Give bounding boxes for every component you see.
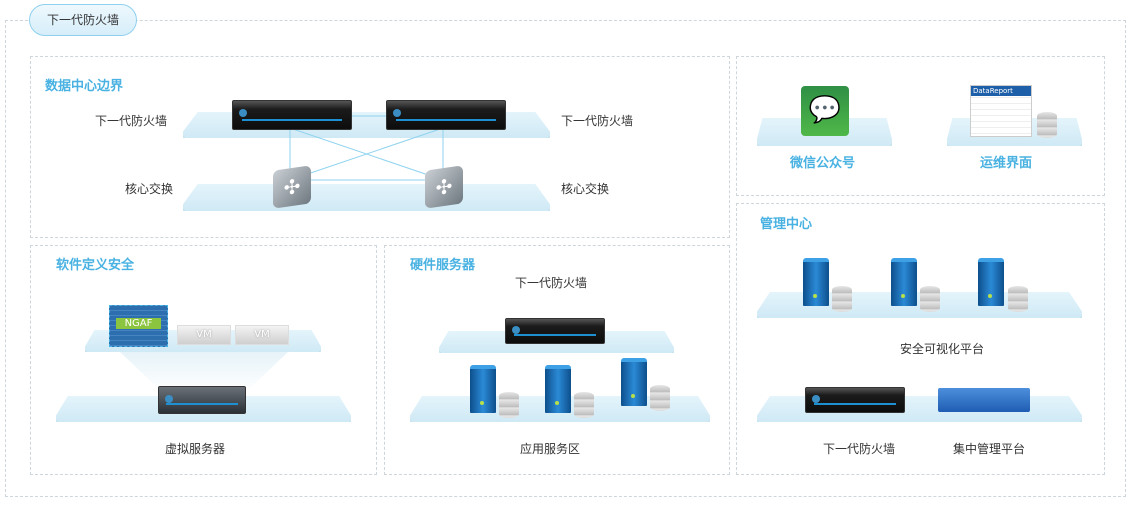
apps-panel [736, 56, 1105, 196]
datareport-header: DataReport [971, 86, 1031, 96]
database-icon [1008, 286, 1028, 312]
firewall-device-icon [386, 100, 506, 130]
firewall-device-icon [232, 100, 352, 130]
database-icon [574, 392, 594, 418]
server-icon [978, 258, 1004, 306]
database-icon [1037, 112, 1057, 138]
wechat-icon[interactable]: 💬 [801, 86, 849, 136]
central-mgmt-label: 集中管理平台 [953, 442, 1026, 456]
firewall-label: 下一代防火墙 [95, 114, 168, 128]
vm-icon: VM [177, 325, 231, 345]
firewall-device-icon [805, 387, 905, 413]
datareport-icon[interactable]: DataReport [970, 85, 1032, 137]
core-switch-icon [425, 165, 463, 209]
hw-title: 硬件服务器 [410, 258, 476, 273]
ngaf-label: NGAF [116, 318, 161, 329]
outer-frame [5, 20, 1126, 497]
hw-panel [384, 245, 730, 475]
database-icon [832, 286, 852, 312]
ngaf-icon: NGAF [109, 305, 168, 347]
server-icon [891, 258, 917, 306]
mgmt-title: 管理中心 [760, 217, 813, 232]
app-zone-label: 应用服务区 [520, 442, 581, 456]
firewall-label: 下一代防火墙 [823, 442, 896, 456]
platform [183, 184, 550, 211]
core-switch-label: 核心交换 [125, 182, 174, 196]
virtual-server-device-icon [158, 386, 246, 414]
visual-platform-label: 安全可视化平台 [900, 342, 985, 356]
ops-ui-label[interactable]: 运维界面 [980, 156, 1033, 171]
firewall-device-icon [505, 318, 605, 344]
wechat-label[interactable]: 微信公众号 [790, 156, 856, 171]
mgmt-panel [736, 203, 1105, 475]
database-icon [650, 385, 670, 411]
sds-title: 软件定义安全 [56, 258, 135, 273]
datacenter-title: 数据中心边界 [45, 79, 124, 94]
vm-icon: VM [235, 325, 289, 345]
firewall-label: 下一代防火墙 [515, 276, 588, 290]
server-icon [621, 358, 647, 406]
core-switch-label: 核心交换 [561, 182, 610, 196]
database-icon [499, 392, 519, 418]
firewall-label: 下一代防火墙 [561, 114, 634, 128]
sds-panel [30, 245, 377, 475]
core-switch-icon [273, 165, 311, 209]
server-icon [545, 365, 571, 413]
datacenter-panel [30, 56, 730, 238]
server-icon [803, 258, 829, 306]
tab-next-gen-firewall[interactable]: 下一代防火墙 [29, 4, 137, 36]
server-icon [470, 365, 496, 413]
database-icon [920, 286, 940, 312]
central-mgmt-device-icon [938, 388, 1030, 412]
virtual-server-label: 虚拟服务器 [165, 442, 226, 456]
